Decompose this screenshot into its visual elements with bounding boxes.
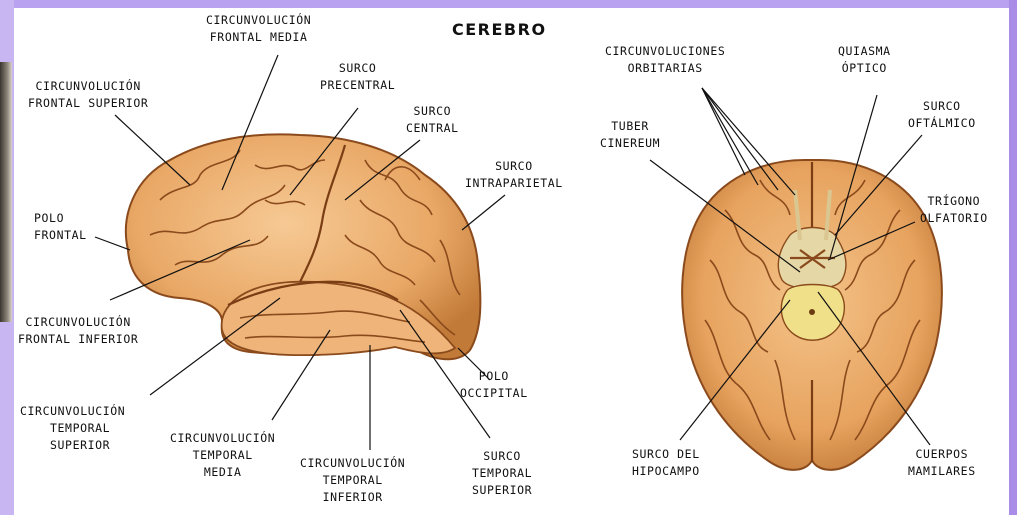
aqueduct xyxy=(809,309,815,315)
inferior-brain xyxy=(682,160,942,470)
leader-polo-frontal xyxy=(95,237,130,250)
leader-surco-intraparietal xyxy=(462,195,505,230)
diagram-title: CEREBRO xyxy=(452,20,547,39)
lateral-brain xyxy=(126,134,480,359)
